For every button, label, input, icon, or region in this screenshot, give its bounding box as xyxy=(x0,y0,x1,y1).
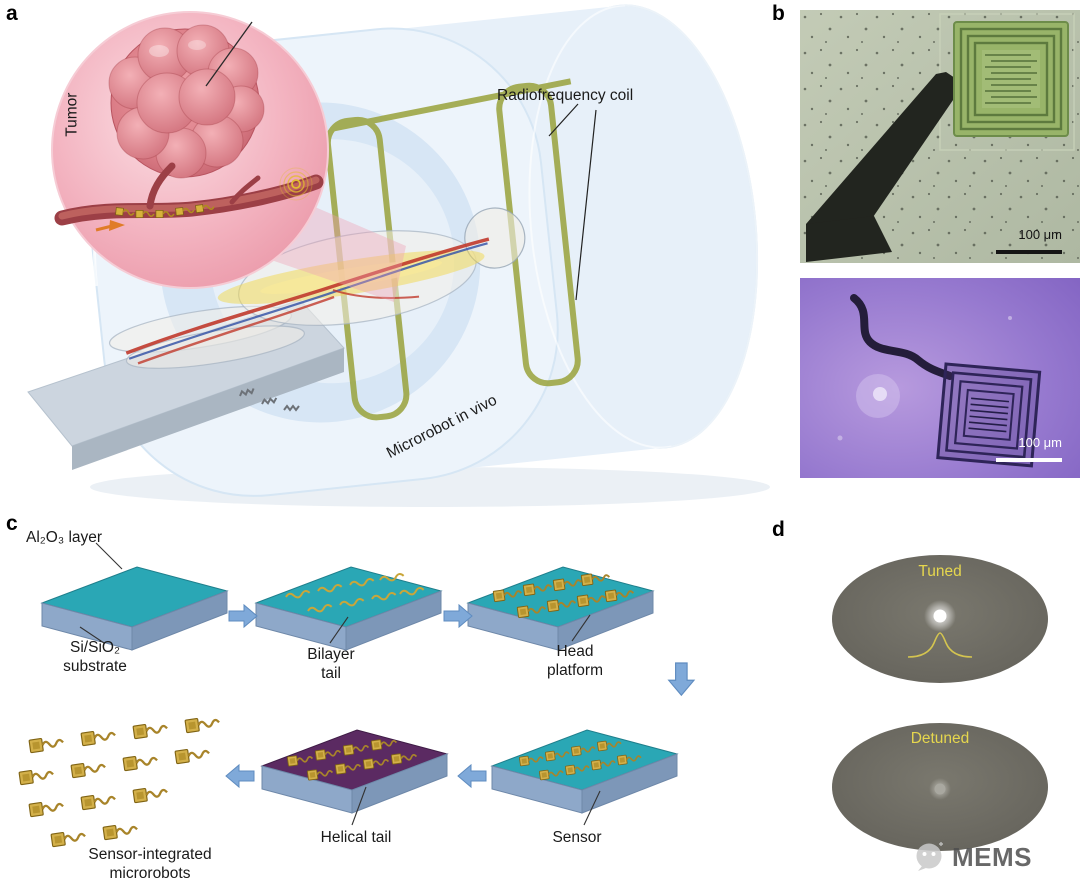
scale-bar-line-top xyxy=(996,250,1062,254)
micrograph-bottom xyxy=(800,278,1080,478)
panel-label-d: d xyxy=(772,518,785,541)
scale-bar-top-label: 100 μm xyxy=(1018,227,1062,242)
micrograph-top xyxy=(800,10,1080,263)
tumor-label: Tumor xyxy=(63,92,81,137)
panel-c-leader-lines xyxy=(79,542,601,826)
tumor-pointer-line xyxy=(205,21,253,87)
scale-bar-bottom-label: 100 μm xyxy=(1018,435,1062,450)
rf-coil-label: Radiofrequency coil xyxy=(497,87,634,104)
process-arrow-left-2 xyxy=(225,764,255,788)
process-arrow-down xyxy=(668,662,695,696)
helical-tail-label: Helical tail xyxy=(320,829,392,846)
resonance-peak-curve xyxy=(907,632,973,658)
released-microrobots xyxy=(17,714,221,848)
microrobot-tail xyxy=(850,294,954,380)
patient-body xyxy=(108,207,526,369)
wafer-bilayer-tails xyxy=(254,566,443,651)
panel-c-process xyxy=(17,542,695,848)
final-microrobots-label: Sensor-integrated microrobots xyxy=(88,846,212,883)
panel-label-c: c xyxy=(6,512,18,535)
wafer-sensor xyxy=(490,729,679,814)
detuned-label: Detuned xyxy=(910,730,970,747)
process-arrow-right-1 xyxy=(228,604,258,628)
tumor-inset xyxy=(51,11,329,289)
panel-label-a: a xyxy=(6,2,18,25)
mems-logo-icon xyxy=(916,842,943,871)
direction-arrow-icon xyxy=(95,220,125,232)
panel-d-phantoms xyxy=(832,555,1048,851)
substrate-label: Si/SiO₂ substrate xyxy=(63,639,127,676)
coil-chip xyxy=(953,21,1069,137)
sensor-label: Sensor xyxy=(552,829,602,846)
tuned-bright-spot xyxy=(933,609,947,623)
tumor-illustration xyxy=(108,24,265,179)
wafer-head-platform xyxy=(466,566,655,651)
watermark: MEMS xyxy=(912,840,1032,874)
al2o3-layer-label: Al₂O₃ layer xyxy=(26,529,103,546)
wafer-helical-tail xyxy=(260,729,449,814)
microrobot-coil-head xyxy=(936,362,1042,468)
wafer-substrate xyxy=(40,566,229,651)
detuned-dim-spot xyxy=(934,783,946,795)
panel-label-b: b xyxy=(772,2,785,25)
probe-tip xyxy=(806,72,964,262)
process-arrow-left-1 xyxy=(457,764,487,788)
watermark-text: MEMS xyxy=(952,841,1032,872)
tuned-label: Tuned xyxy=(918,563,962,580)
panel-a-illustration xyxy=(27,4,770,507)
head-platform-label: Head platform xyxy=(547,643,603,680)
rf-signal-coil-icon xyxy=(279,167,313,201)
scale-bar-line-bottom xyxy=(996,458,1062,462)
bilayer-tail-label: Bilayer tail xyxy=(307,646,355,683)
rf-coil-leader-lines xyxy=(548,103,597,301)
